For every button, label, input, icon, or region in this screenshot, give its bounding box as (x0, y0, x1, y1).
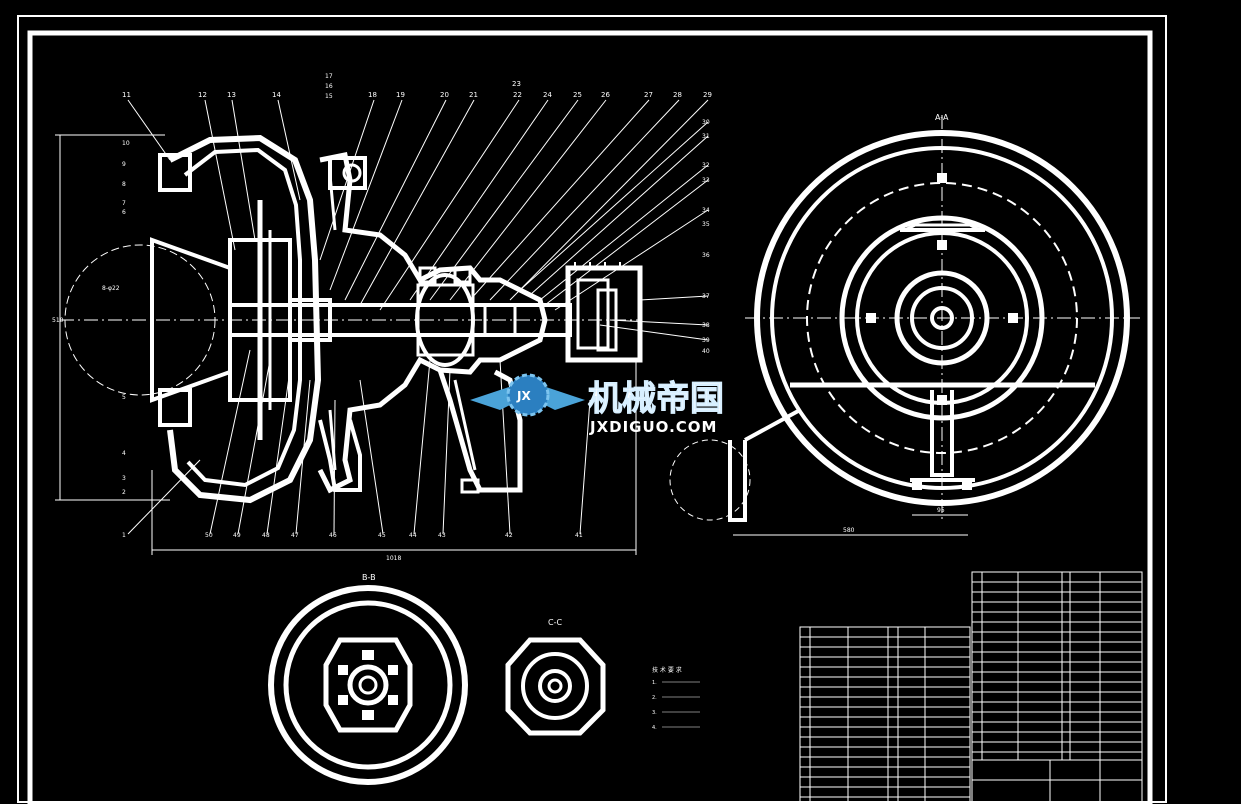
callout-number: 11 (122, 91, 131, 99)
callouts-bottom-group: 1 50 49 48 47 46 45 44 43 42 41 (122, 532, 583, 539)
tech-note-line: 4. (652, 725, 657, 731)
dimension-length-right: 580 (843, 527, 855, 534)
callout-number: 20 (440, 91, 449, 99)
tech-notes-title: 技 术 要 求 (652, 666, 682, 674)
watermark-badge: JX (516, 389, 531, 403)
callout-number: 25 (573, 91, 582, 99)
callouts-top-group: 11 12 13 14 18 19 20 21 22 24 25 26 27 28 29 (122, 91, 712, 99)
section-cc-view (505, 637, 606, 736)
callout-number: 45 (378, 532, 386, 539)
callout-number: 31 (702, 133, 710, 140)
callout-number: 34 (702, 207, 710, 214)
callout-number: 18 (368, 91, 377, 99)
watermark-url: JXDIGUO.COM (589, 418, 717, 436)
callout-number: 6 (122, 209, 126, 216)
gear-icon (506, 373, 550, 417)
callout-number: 47 (291, 532, 299, 539)
callout-number: 16 (325, 83, 333, 90)
callout-number: 13 (227, 91, 236, 99)
callout-number: 15 (325, 93, 333, 100)
section-aa-view (669, 115, 1140, 536)
section-aa-label: A-A (935, 113, 949, 122)
callout-number: 37 (702, 293, 710, 300)
callout-number: 1 (122, 532, 126, 539)
dimension-bolt-circle: 8-φ22 (102, 285, 120, 292)
callouts-left-group: 10 9 8 7 6 5 4 3 2 (122, 140, 130, 496)
callout-number: 27 (644, 91, 653, 99)
dimension-length-main: 1018 (386, 555, 401, 562)
callout-number: 35 (702, 221, 710, 228)
dimension-small-right: 95 (937, 507, 945, 514)
inner-frame (27, 30, 1153, 804)
callout-number: 33 (702, 177, 710, 184)
watermark-title: 机械帝国 (588, 379, 724, 419)
callout-number: 32 (702, 162, 710, 169)
callout-number: 9 (122, 161, 126, 168)
section-aa-bolts (866, 173, 1018, 490)
callout-number: 39 (702, 337, 710, 344)
callouts-top-stack-group: 17 16 15 (325, 73, 333, 100)
callout-number: 2 (122, 489, 126, 496)
callout-number: 44 (409, 532, 417, 539)
callout-number: 50 (205, 532, 213, 539)
callout-number: 21 (469, 91, 478, 99)
callout-number: 19 (396, 91, 405, 99)
callout-number: 4 (122, 450, 126, 457)
callout-number: 49 (233, 532, 241, 539)
section-bb-view (268, 585, 468, 785)
watermark-logo: JX 机械帝国 JXDIGUO.COM (470, 373, 725, 436)
callout-number: 41 (575, 532, 583, 539)
table-row-lines (800, 581, 1142, 798)
callout-number: 29 (703, 91, 712, 99)
callout-number: 42 (505, 532, 513, 539)
tech-note-line: 1. (652, 680, 657, 686)
callout-number: 17 (325, 73, 333, 80)
callout-number: 3 (122, 475, 126, 482)
callout-number: 24 (543, 91, 552, 99)
callout-number: 36 (702, 252, 710, 259)
callout-number: 26 (601, 91, 610, 99)
callout-number: 46 (329, 532, 337, 539)
tech-note-line: 2. (652, 695, 657, 701)
callout-number: 28 (673, 91, 682, 99)
main-section-view (55, 99, 709, 555)
callout-number: 5 (122, 394, 126, 401)
callouts-right-group: 30 31 32 33 34 35 36 37 38 39 40 (702, 119, 710, 355)
technical-requirements: 技 术 要 求 1. 2. 3. 4. (652, 666, 700, 731)
callout-number: 12 (198, 91, 207, 99)
section-cc-label: C-C (548, 618, 562, 627)
section-bb-label: B-B (362, 573, 376, 582)
callout-number: 14 (272, 91, 281, 99)
tech-note-line: 3. (652, 710, 657, 716)
callout-number: 30 (702, 119, 710, 126)
callout-number: 48 (262, 532, 270, 539)
parts-list-table-right (971, 571, 1143, 804)
callout-23: 23 (512, 80, 521, 88)
callout-number: 40 (702, 348, 710, 355)
callout-number: 38 (702, 322, 710, 329)
callout-number: 43 (438, 532, 446, 539)
callout-number: 22 (513, 91, 522, 99)
callout-number: 8 (122, 181, 126, 188)
section-bb-holes (338, 650, 398, 720)
callout-number: 7 (122, 200, 126, 207)
callout-number: 10 (122, 140, 130, 147)
dimension-height-main: 510 (52, 317, 64, 324)
